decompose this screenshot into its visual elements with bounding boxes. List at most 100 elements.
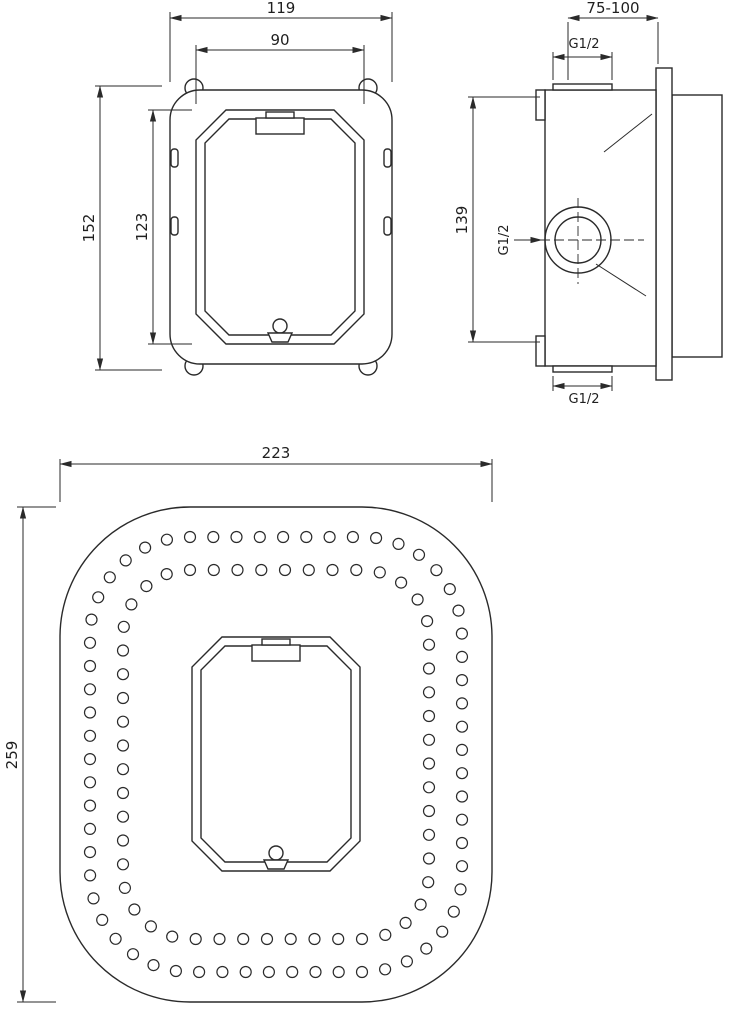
perforation-hole (147, 958, 160, 972)
perforation-hole (116, 810, 130, 823)
side-body (544, 89, 657, 367)
perforation-hole (189, 932, 202, 946)
side-stub-bottom (552, 365, 613, 373)
perforation-hole (85, 613, 98, 626)
perforation-hole (230, 530, 243, 544)
perforation-hole (300, 530, 313, 544)
perforation-hole (455, 743, 469, 757)
perforation-hole (231, 563, 244, 577)
perforation-hole (430, 564, 443, 577)
dimension-thread-bottom: G1/2 (552, 376, 613, 407)
perforation-hole (183, 563, 197, 577)
perforation-hole (92, 591, 105, 604)
perforation-hole (355, 932, 369, 946)
perforation-hole (83, 636, 97, 649)
dimension-front-overall-width: 119 (169, 0, 393, 82)
perforation-hole (126, 948, 140, 961)
cover-view: 223 259 (3, 444, 493, 1003)
perforation-hole (83, 845, 97, 859)
dim-label-75-100: 75-100 (586, 0, 639, 17)
perforation-hole (392, 537, 405, 551)
dim-label-223: 223 (262, 444, 291, 462)
perforation-hole (83, 752, 97, 766)
perforation-hole (169, 964, 182, 978)
dimension-front-inner-width: 90 (195, 31, 365, 104)
perforation-hole (83, 659, 97, 673)
perforation-hole (422, 781, 436, 794)
perforation-hole (83, 869, 97, 882)
perforation-hole (216, 965, 229, 979)
perforation-hole (255, 563, 268, 577)
perforation-hole (309, 965, 322, 979)
dimension-side-height: 139 (453, 96, 540, 343)
perforation-hole (422, 804, 436, 818)
side-stub-top (552, 83, 613, 91)
side-port-inner (554, 216, 602, 264)
perforation-hole (119, 554, 132, 567)
perforation-hole (237, 932, 250, 946)
perforation-hole (116, 834, 130, 847)
dimension-thread-top: G1/2 (552, 37, 613, 80)
perforation-hole (302, 563, 315, 577)
side-tab-top (535, 89, 546, 121)
perforation-hole (83, 683, 97, 696)
perforation-hole (160, 533, 173, 546)
perforation-hole (414, 898, 427, 911)
perforation-hole (370, 531, 383, 545)
perforation-hole (379, 928, 392, 942)
dimension-front-overall-height: 152 (80, 85, 162, 371)
dimension-front-inner-height: 123 (133, 109, 192, 345)
perforation-hole (455, 673, 469, 687)
perforation-hole (332, 965, 345, 979)
side-view: 75-100 G1/2 139 G1/2 G1/2 (453, 0, 723, 407)
perforation-hole (262, 965, 275, 979)
perforation-hole (139, 541, 152, 554)
perforation-hole (422, 876, 435, 889)
perforation-hole (116, 644, 130, 657)
perforation-hole (260, 932, 274, 946)
dim-label-123: 123 (133, 213, 151, 242)
frame-slot-left-mid (170, 216, 179, 236)
perforation-hole (422, 638, 436, 651)
perforation-hole (117, 620, 130, 633)
perforation-ring-inner (116, 563, 436, 946)
perforation-hole (96, 913, 109, 927)
perforation-hole (412, 548, 426, 561)
dim-label-119: 119 (267, 0, 296, 17)
perforation-hole (87, 892, 100, 905)
perforation-hole (83, 822, 97, 836)
perforation-hole (83, 729, 97, 742)
perforation-hole (140, 579, 153, 593)
side-tab-bottom (535, 335, 546, 367)
perforation-ring-outer (83, 530, 469, 979)
perforation-hole (277, 530, 290, 544)
perforation-hole (355, 965, 369, 979)
perforation-hole (422, 757, 436, 770)
perforation-hole (207, 563, 220, 577)
perforation-hole (421, 614, 434, 628)
side-port-outer (544, 206, 612, 274)
perforation-hole (455, 627, 468, 640)
perforation-hole (422, 709, 436, 723)
perforation-hole (455, 767, 469, 780)
perforation-hole (116, 763, 130, 776)
perforation-hole (109, 932, 122, 945)
perforation-hole (83, 776, 97, 789)
perforation-hole (455, 860, 469, 873)
dim-label-259: 259 (3, 741, 21, 770)
thread-label-side: G1/2 (497, 225, 512, 256)
perforation-hole (447, 905, 460, 918)
perforation-hole (116, 858, 130, 871)
perforation-hole (160, 567, 173, 581)
perforation-hole (422, 852, 436, 865)
perforation-hole (116, 715, 130, 728)
perforation-hole (436, 925, 449, 938)
perforation-hole (83, 706, 97, 719)
perforation-hole (373, 566, 386, 579)
perforation-hole (323, 530, 336, 544)
perforation-hole (346, 530, 359, 544)
perforation-hole (116, 786, 130, 800)
perforation-hole (326, 563, 339, 577)
thread-label-bottom: G1/2 (569, 392, 600, 407)
